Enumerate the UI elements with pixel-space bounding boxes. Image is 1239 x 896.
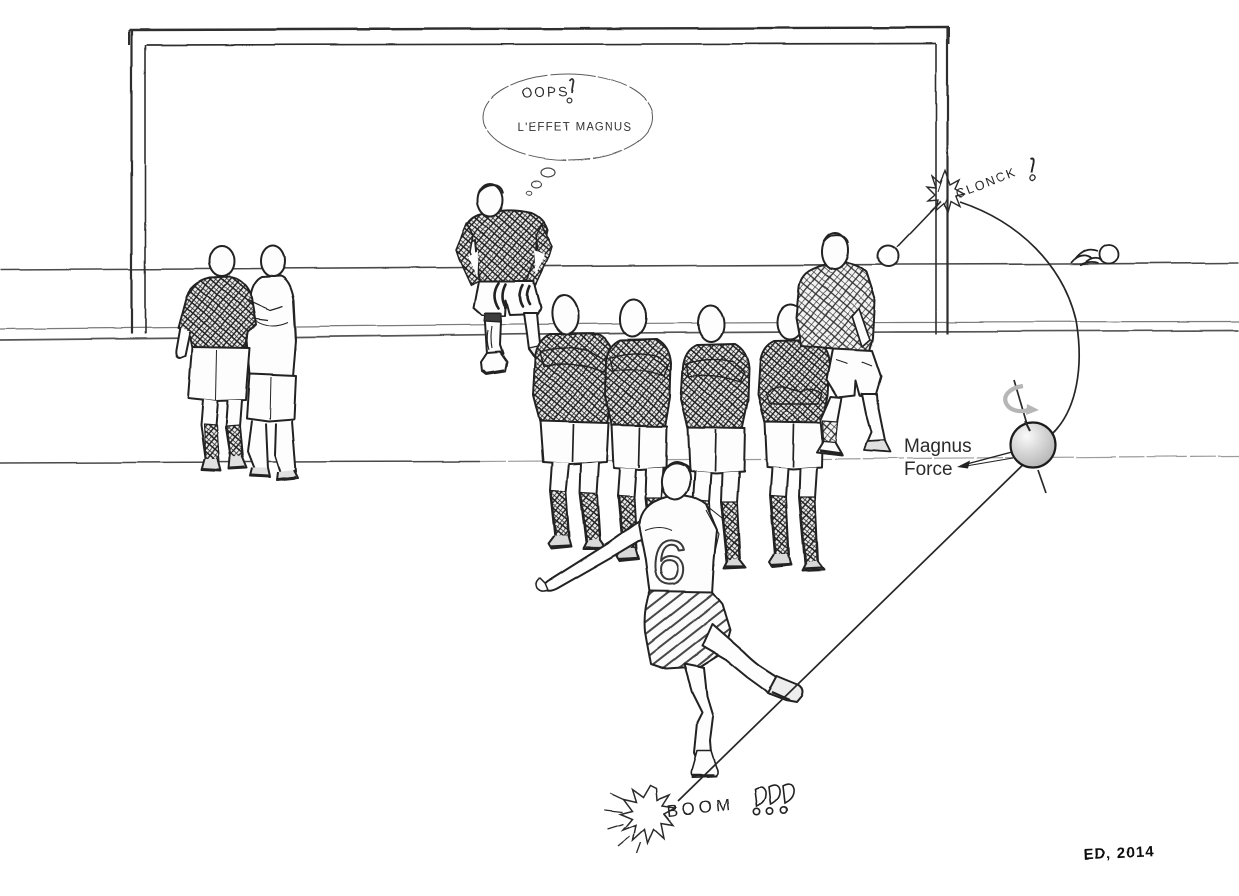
svg-text:Force: Force xyxy=(904,459,953,480)
svg-text:6: 6 xyxy=(650,527,689,598)
svg-text:ED, 2014: ED, 2014 xyxy=(1084,843,1155,864)
svg-text:L'EFFET MAGNUS: L'EFFET MAGNUS xyxy=(517,122,632,134)
svg-text:Magnus: Magnus xyxy=(904,436,972,457)
svg-text:OOPS: OOPS xyxy=(522,84,570,101)
